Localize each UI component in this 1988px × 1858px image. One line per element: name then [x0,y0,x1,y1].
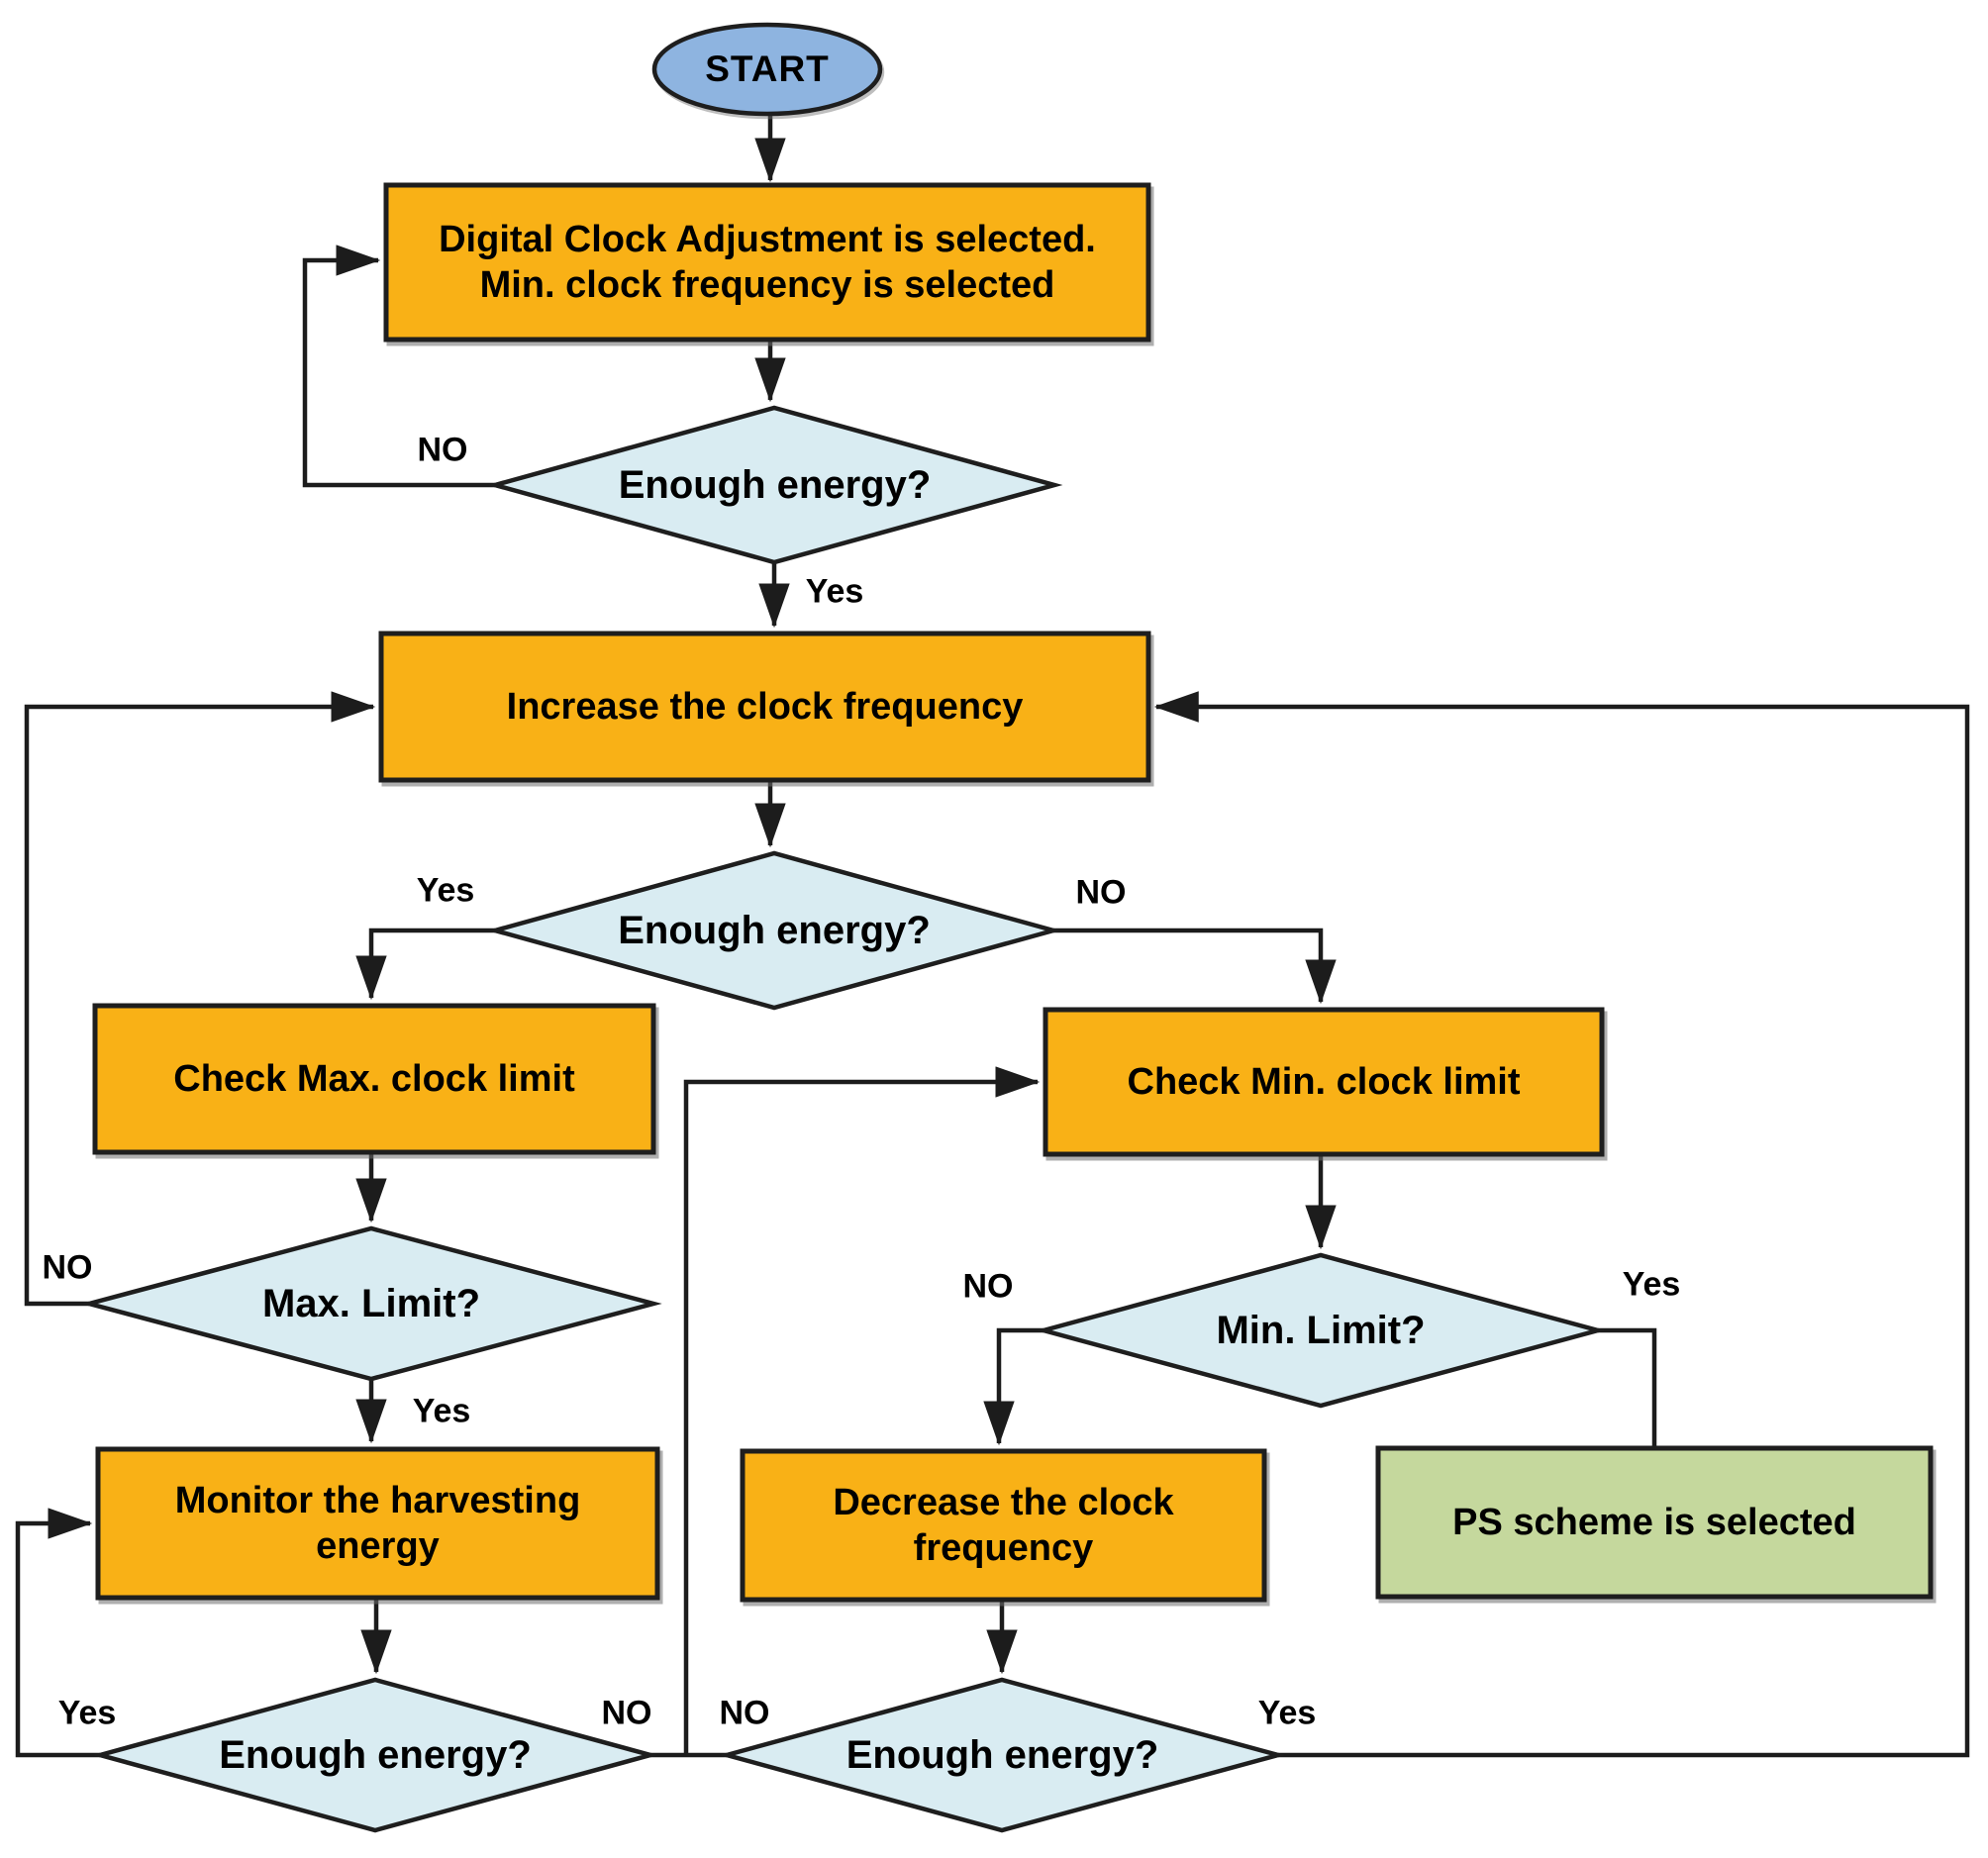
edge-d2-no [1053,928,1337,1005]
edge-d5-yes-loop [15,1508,100,1758]
ps-scheme-end-shape [1375,1445,1934,1600]
init-process-shape [383,182,1151,342]
check-min-process-shape [1043,1007,1605,1157]
decision-5-shape [91,1677,659,1833]
monitor-process-shape [95,1446,660,1601]
decision-1-shape [486,405,1063,565]
decision-4-shape [1035,1252,1607,1409]
edge-d3-no-loop [24,691,376,1307]
increase-process-shape [378,631,1151,783]
connector-lines [15,115,1970,1758]
decision-2-shape [486,850,1062,1011]
edge-d2-yes [355,928,495,1001]
start-terminator-shape [651,22,883,117]
decrease-process-shape [740,1448,1267,1603]
edge-riser-checkmin [683,1066,1041,1757]
decision-3-shape [80,1225,662,1382]
decision-6-shape [718,1677,1287,1833]
edge-d4-yes [1598,1327,1657,1448]
edge-d1-no-loop [302,244,495,488]
check-max-process-shape [92,1003,656,1155]
edge-d4-no [983,1327,1044,1446]
edge-d6-yes-loop [1153,691,1970,1758]
